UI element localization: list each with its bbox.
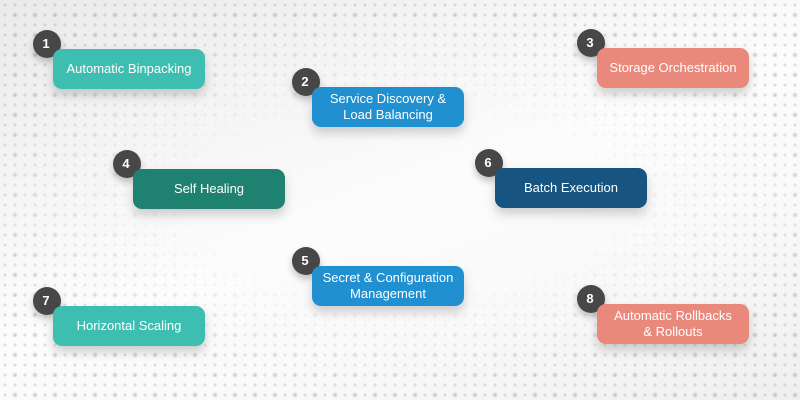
feature-label: Self Healing: [173, 181, 245, 196]
feature-button-automatic-binpacking[interactable]: Automatic Binpacking: [53, 49, 205, 89]
feature-label: Batch Execution: [524, 180, 618, 195]
feature-label: Automatic Rollbacks & Rollouts: [614, 308, 732, 339]
feature-number: 4: [122, 155, 130, 171]
feature-card-secret-configuration: 5 Secret & Configuration Management: [292, 247, 464, 306]
feature-label: Automatic Binpacking: [66, 61, 192, 76]
feature-number: 7: [42, 292, 50, 308]
feature-button-storage-orchestration[interactable]: Storage Orchestration: [597, 48, 749, 88]
feature-button-secret-configuration-management[interactable]: Secret & Configuration Management: [312, 266, 464, 306]
feature-label: Service Discovery & Load Balancing: [329, 91, 447, 122]
feature-button-horizontal-scaling[interactable]: Horizontal Scaling: [53, 306, 205, 346]
feature-card-storage-orchestration: 3 Storage Orchestration: [577, 29, 749, 88]
feature-card-self-healing: 4 Self Healing: [113, 150, 285, 209]
feature-card-automatic-binpacking: 1 Automatic Binpacking: [33, 30, 205, 89]
feature-label: Secret & Configuration Management: [322, 270, 454, 301]
feature-button-service-discovery-load-balancing[interactable]: Service Discovery & Load Balancing: [312, 87, 464, 127]
feature-card-batch-execution: 6 Batch Execution: [475, 149, 647, 208]
feature-card-automatic-rollbacks: 8 Automatic Rollbacks & Rollouts: [577, 285, 749, 344]
feature-label: Storage Orchestration: [609, 60, 737, 75]
feature-button-self-healing[interactable]: Self Healing: [133, 169, 285, 209]
feature-number: 8: [586, 290, 594, 306]
feature-button-batch-execution[interactable]: Batch Execution: [495, 168, 647, 208]
feature-number: 5: [301, 252, 309, 268]
feature-label: Horizontal Scaling: [76, 318, 182, 333]
feature-number: 6: [484, 154, 492, 170]
feature-card-horizontal-scaling: 7 Horizontal Scaling: [33, 287, 205, 346]
feature-number: 1: [42, 35, 50, 51]
feature-number: 2: [301, 73, 309, 89]
feature-number-badge: 7: [33, 287, 61, 315]
feature-number: 3: [586, 34, 594, 50]
feature-button-automatic-rollbacks-rollouts[interactable]: Automatic Rollbacks & Rollouts: [597, 304, 749, 344]
feature-card-service-discovery: 2 Service Discovery & Load Balancing: [292, 68, 464, 127]
